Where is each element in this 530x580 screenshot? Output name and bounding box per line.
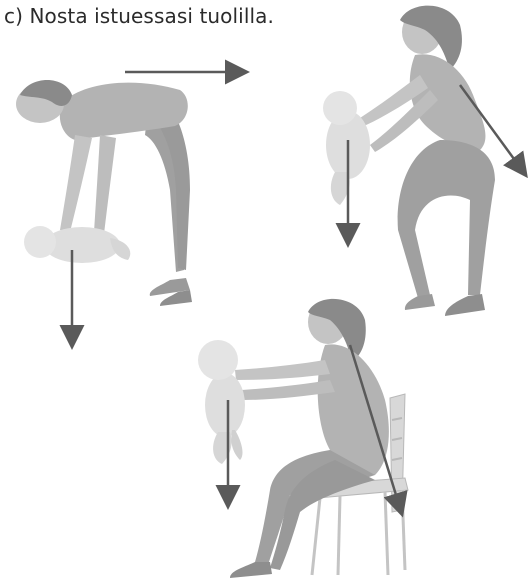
squatting-lift-illustration [300,0,530,330]
seated-chair-lift-illustration [180,290,440,580]
baby-head [323,91,357,125]
baby-head [24,226,56,258]
baby-head [198,340,238,380]
woman-arm [235,360,330,380]
woman-arm [60,135,92,232]
woman-legs [398,140,495,298]
baby-body [205,373,245,437]
shoe-icon [230,562,272,578]
instruction-caption: c) Nosta istuessasi tuolilla. [4,4,274,28]
